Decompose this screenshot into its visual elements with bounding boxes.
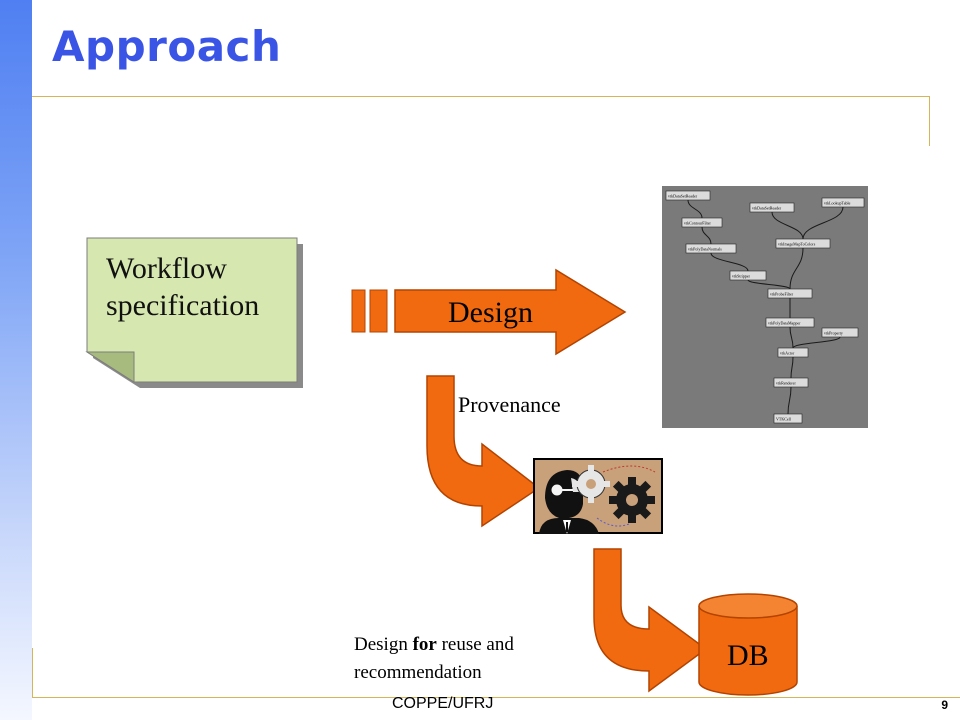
- pipeline-module: vtkLookupTable: [821, 197, 865, 208]
- pipeline-connection: [787, 386, 792, 415]
- pipeline-connection: [771, 211, 804, 240]
- workflow-note-line2: specification: [106, 289, 260, 322]
- database-cylinder-icon: [698, 593, 798, 696]
- pipeline-module-label: vtkPolyDataMapper: [768, 321, 801, 326]
- pipeline-module: vtkActor: [777, 347, 809, 358]
- workflow-note-line1: Workflow: [106, 252, 227, 285]
- pipeline-connection: [701, 226, 712, 245]
- reuse-caption-line2: recommendation: [354, 662, 482, 683]
- reuse-caption-line1: Design for reuse and: [354, 634, 514, 656]
- reuse-caption-bold: for: [412, 634, 437, 655]
- pipeline-connection: [790, 356, 794, 379]
- pipeline-connection: [747, 279, 791, 290]
- pipeline-module: vtkPolyDataMapper: [765, 317, 815, 328]
- pipeline-module-label: vtkContourFilter: [684, 221, 712, 226]
- pipeline-module: vtkDataSetReader: [749, 202, 795, 213]
- pipeline-module-label: vtkDataSetReader: [752, 206, 782, 211]
- pipeline-module: VTKCell: [773, 413, 803, 424]
- pipeline-module-label: vtkActor: [780, 351, 795, 356]
- pipeline-connection: [789, 326, 794, 349]
- pipeline-connection: [687, 199, 703, 219]
- pipeline-module: vtkContourFilter: [681, 217, 723, 228]
- workflow-note-icon: [85, 237, 303, 388]
- reuse-caption-prefix: Design: [354, 634, 413, 655]
- top-right-rule: [929, 96, 930, 146]
- pipeline-screenshot: vtkDataSetReader vtkContourFilter vtkPolyD…: [662, 186, 868, 428]
- pipeline-module-label: vtkLookupTable: [824, 201, 851, 206]
- pipeline-module: vtkImageMapToColors: [775, 238, 831, 249]
- reuse-caption-suffix: reuse and: [436, 634, 514, 655]
- footer-text: COPPE/UFRJ: [392, 695, 494, 712]
- pipeline-module-label: vtkImageMapToColors: [778, 242, 816, 247]
- pipeline-module-label: vtkPolyDataNormals: [688, 247, 722, 252]
- pipeline-module-label: vtkProbeFilter: [770, 292, 794, 297]
- pipeline-module: vtkProperty: [821, 327, 859, 338]
- pipeline-connection: [710, 252, 749, 272]
- pipeline-connection: [792, 336, 841, 349]
- pipeline-module-label: vtkProperty: [824, 331, 843, 336]
- worker-gears-clipart-icon: [533, 458, 663, 534]
- pipeline-module: vtkPolyDataNormals: [685, 243, 737, 254]
- bottom-rule: [32, 697, 960, 698]
- pipeline-connection: [802, 206, 844, 240]
- pipeline-module-label: vtkStripper: [732, 274, 751, 279]
- pipeline-module: vtkRenderer: [773, 377, 809, 388]
- pipeline-module-label: VTKCell: [776, 417, 792, 422]
- pipeline-module-label: vtkDataSetReader: [668, 194, 698, 199]
- page-number: 9: [941, 698, 948, 712]
- bottom-left-rule: [32, 648, 33, 698]
- pipeline-module: vtkProbeFilter: [767, 288, 813, 299]
- provenance-label: Provenance: [458, 392, 561, 417]
- top-rule: [32, 96, 930, 97]
- pipeline-module: vtkDataSetReader: [665, 190, 711, 201]
- pipeline-module: vtkStripper: [729, 270, 767, 281]
- reuse-arrow-icon: [593, 548, 708, 693]
- design-arrow-icon: [351, 268, 627, 356]
- pipeline-module-label: vtkRenderer: [776, 381, 796, 386]
- db-label: DB: [727, 639, 769, 672]
- design-label: Design: [448, 296, 533, 329]
- provenance-arrow-icon: [426, 375, 541, 528]
- slide-title: Approach: [52, 22, 282, 71]
- pipeline-connection: [789, 247, 804, 290]
- slide-sidebar: [0, 0, 32, 720]
